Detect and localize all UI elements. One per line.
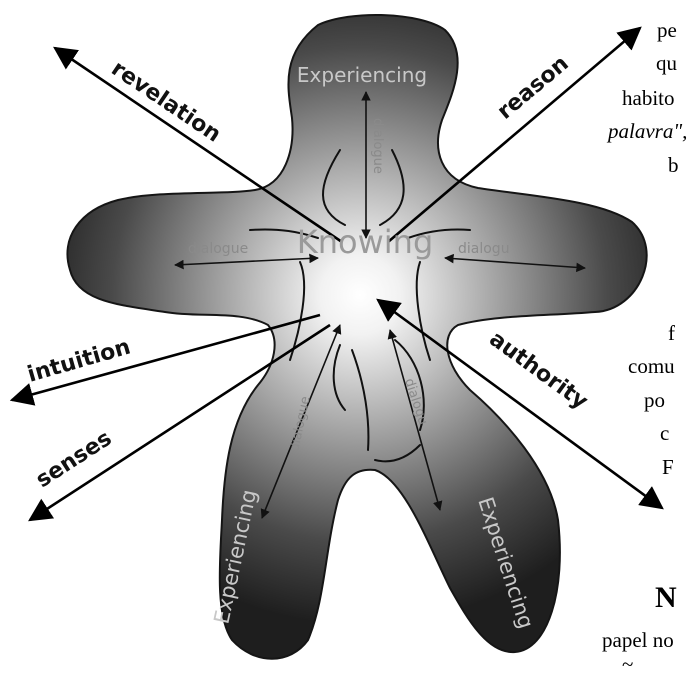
side-text-line: c: [660, 421, 669, 446]
side-text-line: palavra",: [608, 119, 687, 144]
intuition-label: intuition: [25, 335, 134, 388]
side-cut-line: ~: [622, 652, 633, 677]
side-text-line: habito: [622, 86, 675, 111]
side-text-line: comu: [628, 354, 675, 379]
top-experiencing-label: Experiencing: [297, 63, 427, 87]
authority-label: authority: [484, 327, 592, 415]
side-text-line: f: [668, 321, 675, 346]
dialogue-label-left: dialogue: [188, 241, 248, 257]
reason-label: reason: [493, 51, 574, 124]
side-text-line: b: [668, 153, 679, 178]
side-bottom-line: papel no: [602, 628, 674, 653]
dialogue-label-top: dialogue: [370, 118, 385, 174]
revelation-label: revelation: [107, 56, 226, 147]
side-heading-letter: N: [655, 581, 677, 615]
senses-label: senses: [32, 426, 117, 493]
center-label: Knowing: [297, 223, 434, 261]
side-text-line: F: [662, 455, 674, 480]
body-silhouette: [67, 15, 646, 659]
dialogue-label-right: dialogu: [458, 241, 510, 257]
side-text-line: pe: [657, 18, 677, 43]
side-text-line: po: [644, 388, 665, 413]
side-text-line: qu: [656, 51, 677, 76]
